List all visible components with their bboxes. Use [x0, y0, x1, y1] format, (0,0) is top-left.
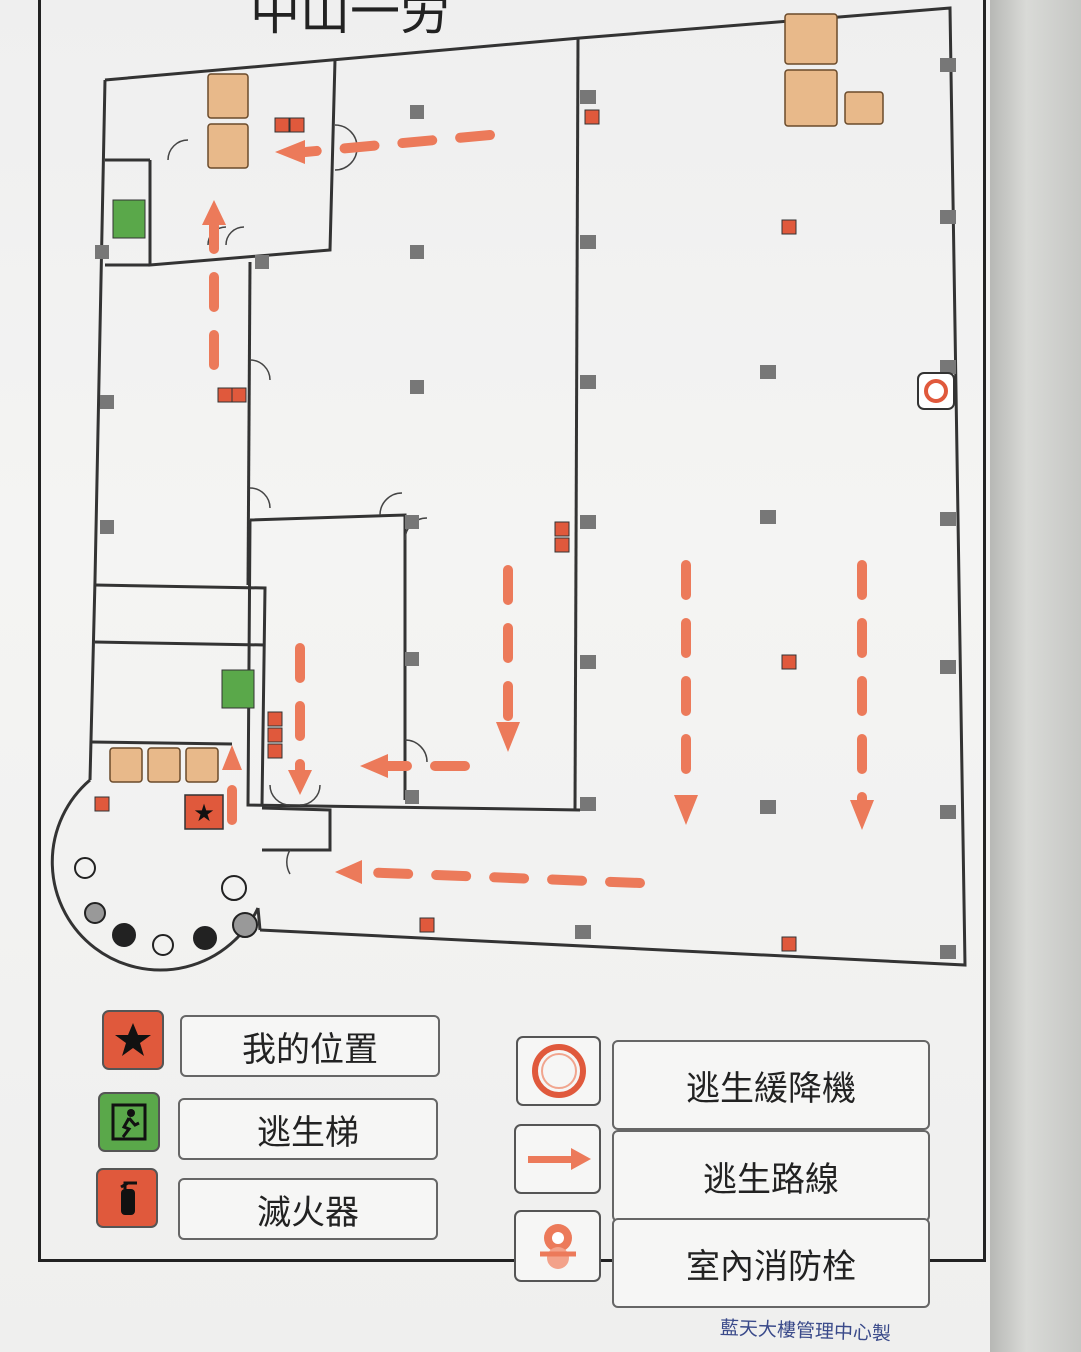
- svg-text:★: ★: [193, 799, 215, 827]
- my-location-marker: ★: [184, 794, 224, 830]
- columns: [95, 58, 956, 959]
- wall-frame: [990, 0, 1081, 1352]
- lobby-plants: [74, 857, 258, 956]
- floor-plan: ★: [50, 6, 967, 972]
- fire-extinguisher-label: 滅火器: [178, 1178, 438, 1240]
- fire-hydrant-icon: [514, 1210, 601, 1282]
- fire-extinguisher-icon: [96, 1168, 158, 1228]
- evacuation-map-sheet: 中山一労: [0, 0, 990, 1352]
- sheet-border: [38, 0, 986, 1262]
- elevators: [109, 13, 884, 783]
- doors: [167, 124, 428, 875]
- extinguisher-markers: [94, 109, 797, 952]
- map-title: 中山一労: [250, 0, 450, 41]
- descent-device-icon: [516, 1036, 601, 1106]
- escape-stairs-label: 逃生梯: [178, 1098, 438, 1160]
- route-arrowheads: [202, 140, 874, 884]
- descent-device-label: 逃生緩降機: [612, 1040, 930, 1130]
- credit-text: 藍天大樓管理中心製: [719, 1317, 892, 1345]
- escape-route-label: 逃生路線: [612, 1130, 930, 1222]
- escape-routes: [209, 130, 867, 888]
- my-location-label: 我的位置: [180, 1015, 440, 1077]
- escape-stairs-icon: [98, 1092, 160, 1152]
- stairs-markers: [112, 199, 255, 709]
- fire-hydrant-label: 室內消防栓: [612, 1218, 930, 1308]
- escape-route-icon: [514, 1124, 601, 1194]
- my-location-icon: [102, 1010, 164, 1070]
- descent-device-marker: [917, 372, 955, 410]
